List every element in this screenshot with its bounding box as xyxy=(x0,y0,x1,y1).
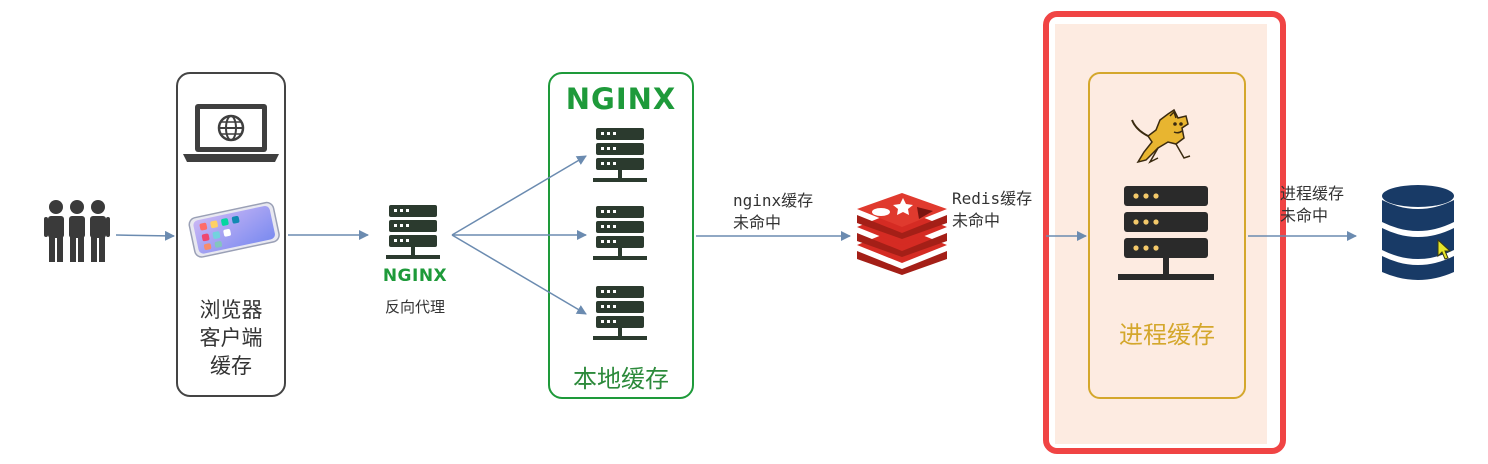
arrow-users-to-browser xyxy=(115,230,175,241)
arrow-proxy-to-nginx-3 xyxy=(451,234,587,315)
browser-cache-label-line: 浏览器 xyxy=(199,298,263,322)
edge-label-line: Redis缓存 xyxy=(952,189,1033,208)
browser-cache-label: 浏览器 客户端 缓存 xyxy=(176,296,286,380)
tomcat-icon xyxy=(1131,108,1191,164)
process-cache-highlight-frame xyxy=(1043,11,1286,454)
process-cache-label: 进程缓存 xyxy=(1119,321,1215,349)
smartphone-icon xyxy=(188,201,280,258)
reverse-proxy-label: 反向代理 xyxy=(384,298,445,316)
users-icon xyxy=(44,200,110,262)
edge-label-line: 进程缓存 xyxy=(1280,184,1345,203)
edge-label-line: 未命中 xyxy=(733,213,782,232)
database-icon xyxy=(1382,185,1454,280)
process-server-icon xyxy=(1118,186,1214,280)
local-cache-label: 本地缓存 xyxy=(573,365,669,393)
edge-label-line: 未命中 xyxy=(952,211,1001,230)
nginx-server-icon-1 xyxy=(593,128,647,182)
arrow-proxy-to-nginx-1 xyxy=(451,155,587,236)
laptop-icon xyxy=(183,104,279,162)
reverse-proxy-server-icon xyxy=(386,205,440,259)
process-cache-box xyxy=(1088,72,1246,399)
edge-label-process-miss: 进程缓存 未命中 xyxy=(1280,183,1344,227)
edge-label-line: 未命中 xyxy=(1280,206,1329,225)
browser-cache-label-line: 客户端 xyxy=(199,326,263,350)
local-cache-nginx-logo: NGINX xyxy=(565,82,677,116)
redis-icon xyxy=(857,193,947,275)
nginx-server-icon-3 xyxy=(593,286,647,340)
edge-label-line: nginx缓存 xyxy=(733,191,814,210)
browser-cache-label-line: 缓存 xyxy=(210,354,252,378)
edge-label-redis-miss: Redis缓存 未命中 xyxy=(952,188,1032,232)
process-cache-highlight-fill xyxy=(1055,24,1267,444)
reverse-proxy-nginx-logo: NGINX xyxy=(382,266,448,286)
edge-label-nginx-miss: nginx缓存 未命中 xyxy=(733,190,813,234)
browser-cache-box xyxy=(176,72,286,397)
nginx-server-icon-2 xyxy=(593,206,647,260)
